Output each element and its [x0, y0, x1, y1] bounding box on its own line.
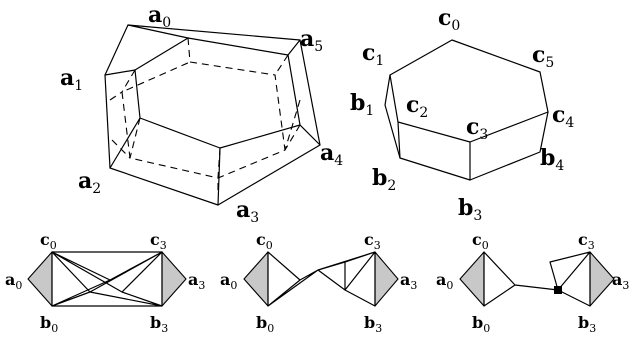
polyhedron-a	[104, 24, 321, 206]
label-c2: c2	[406, 92, 428, 121]
label-a3: a3	[236, 197, 259, 226]
g2-label-b3: b3	[364, 313, 382, 335]
label-c4: c4	[552, 102, 574, 131]
g2-label-a0: a0	[220, 270, 237, 292]
vertical-edges	[397, 121, 471, 181]
g2-label-c3: c3	[364, 230, 381, 252]
g3-label-b0: b0	[472, 313, 490, 335]
hidden-verticals	[121, 37, 301, 179]
graph-2-edges	[267, 251, 376, 307]
label-a0: a0	[148, 2, 171, 31]
graph-1-edges	[51, 251, 163, 307]
hidden-spurs	[109, 91, 301, 190]
label-a2: a2	[78, 168, 101, 197]
label-b3: b3	[458, 195, 482, 224]
g1-label-b0: b0	[40, 313, 58, 335]
label-a1: a1	[60, 65, 83, 94]
label-b1: b1	[350, 90, 374, 119]
outer-outline	[104, 24, 321, 206]
label-a5: a5	[300, 26, 323, 55]
graph-3	[459, 251, 615, 307]
right-shaded-triangle	[589, 251, 615, 307]
bottom-hexagon	[384, 74, 549, 181]
g1-label-b3: b3	[150, 313, 168, 335]
inner-front-hexagon	[134, 37, 301, 149]
g3-label-c0: c0	[472, 230, 489, 252]
label-b4: b4	[540, 145, 564, 174]
g2-label-b0: b0	[256, 313, 274, 335]
left-shaded-triangle	[459, 251, 485, 307]
g3-label-a3: a3	[612, 270, 629, 292]
g1-label-a0: a0	[5, 270, 22, 292]
connector-edges	[104, 24, 321, 206]
graph-1	[27, 251, 187, 307]
left-shaded-triangle	[27, 251, 53, 307]
g3-label-c3: c3	[578, 230, 595, 252]
g2-label-c0: c0	[256, 230, 273, 252]
g1-label-c0: c0	[40, 230, 57, 252]
right-shaded-triangle	[161, 251, 187, 307]
g1-label-a3: a3	[188, 270, 205, 292]
right-shaded-triangle	[374, 251, 399, 307]
label-c0: c0	[438, 5, 460, 34]
label-c1: c1	[362, 40, 384, 69]
left-shaded-triangle	[243, 251, 269, 307]
junction-node	[554, 286, 562, 294]
g2-label-a3: a3	[400, 270, 417, 292]
label-a4: a4	[320, 140, 343, 169]
g3-label-a0: a0	[436, 270, 453, 292]
label-c5: c5	[532, 42, 554, 71]
g3-label-b3: b3	[578, 313, 596, 335]
graph-2	[243, 251, 399, 307]
label-c3: c3	[466, 114, 488, 143]
g1-label-c3: c3	[150, 230, 167, 252]
polyhedron-bc	[384, 39, 549, 181]
label-b2: b2	[372, 165, 396, 194]
graph-3-edges	[483, 251, 591, 307]
